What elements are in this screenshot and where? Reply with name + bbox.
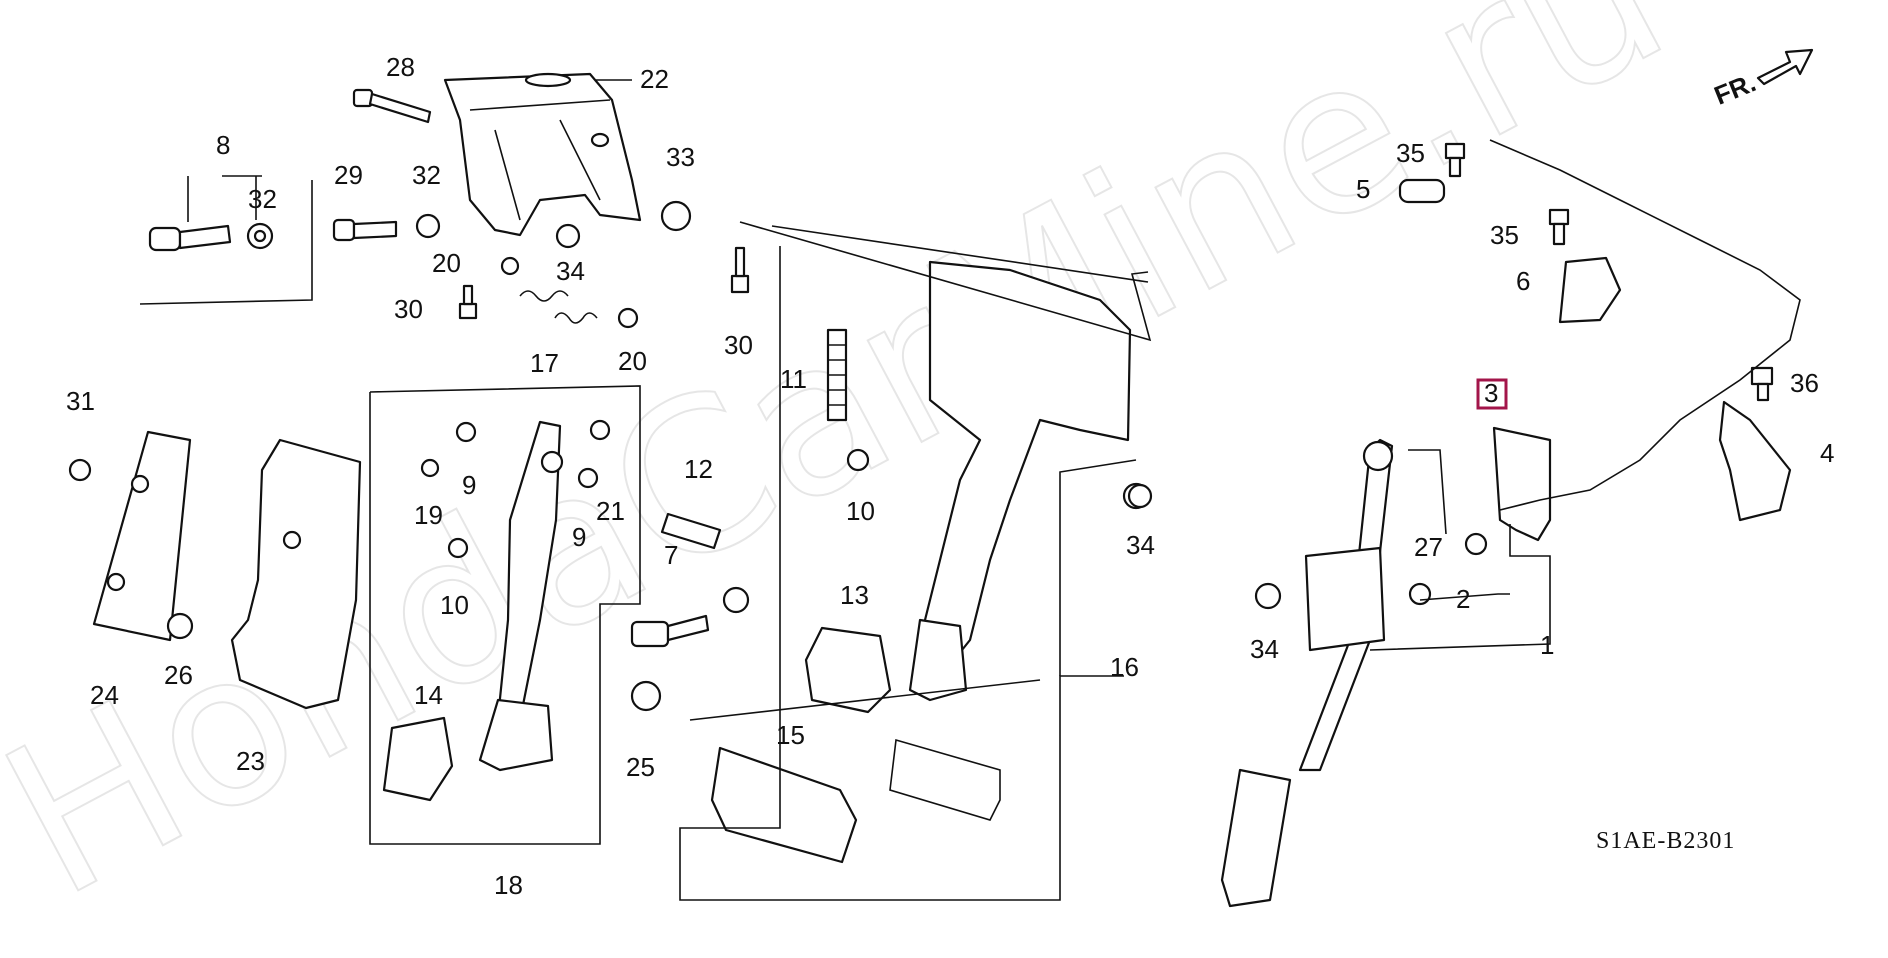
callout-11[interactable]: 11 bbox=[780, 364, 807, 394]
callout-5[interactable]: 5 bbox=[1356, 174, 1370, 204]
nut-34a-drawing bbox=[555, 223, 581, 249]
callout-2[interactable]: 2 bbox=[1456, 584, 1470, 614]
clip-31-drawing bbox=[68, 458, 92, 482]
callout-26[interactable]: 26 bbox=[164, 660, 193, 690]
callout-1[interactable]: 1 bbox=[1540, 630, 1554, 660]
switch-8-drawing bbox=[148, 222, 274, 252]
callout-21[interactable]: 21 bbox=[596, 496, 625, 526]
throttle-cable-drawing bbox=[1489, 139, 1801, 511]
pad-hole-icon bbox=[130, 474, 150, 494]
callout-25[interactable]: 25 bbox=[626, 752, 655, 782]
spring-17-drawing bbox=[500, 256, 639, 329]
pedal-bracket-drawing bbox=[443, 72, 642, 237]
pedal-outline-drawing bbox=[889, 738, 1001, 821]
callout-35a[interactable]: 35 bbox=[1396, 138, 1425, 168]
callout-36[interactable]: 36 bbox=[1790, 368, 1819, 398]
bolt-28-drawing bbox=[352, 88, 432, 124]
clamp-6-drawing bbox=[1558, 256, 1622, 324]
callout-24[interactable]: 24 bbox=[90, 680, 119, 710]
bolt-35b-drawing bbox=[1548, 208, 1570, 246]
callout-labels: 1 2 3 4 5 6 7 8 9 9 10 10 10 11 12 13 14… bbox=[66, 52, 1834, 900]
callout-8[interactable]: 8 bbox=[216, 130, 230, 160]
pedal-cover-23-drawing bbox=[230, 438, 362, 710]
bracket-4-drawing bbox=[1718, 400, 1792, 522]
stopper-10-drawing bbox=[846, 448, 870, 472]
selected-part-highlight bbox=[1476, 378, 1508, 410]
nut-33-drawing bbox=[660, 200, 692, 232]
callout-34c[interactable]: 34 bbox=[1250, 634, 1279, 664]
leader-lines bbox=[139, 79, 1551, 901]
callout-19[interactable]: 19 bbox=[414, 500, 443, 530]
accelerator-pedal-1-drawing bbox=[1220, 438, 1394, 908]
callout-10b[interactable]: 10 bbox=[846, 496, 875, 526]
callout-15[interactable]: 15 bbox=[776, 720, 805, 750]
callout-16[interactable]: 16 bbox=[1110, 652, 1139, 682]
callout-35b[interactable]: 35 bbox=[1490, 220, 1519, 250]
callout-12[interactable]: 12 bbox=[684, 454, 713, 484]
bolt-35a-drawing bbox=[1444, 142, 1466, 178]
nut-34b-drawing bbox=[1127, 483, 1153, 509]
callout-23[interactable]: 23 bbox=[236, 746, 265, 776]
pedal-pad-14-drawing bbox=[382, 716, 454, 802]
callout-13[interactable]: 13 bbox=[840, 580, 869, 610]
stopper-25-drawing bbox=[630, 680, 662, 712]
pedal-18-drawing bbox=[420, 419, 611, 772]
callout-34a[interactable]: 34 bbox=[556, 256, 585, 286]
callout-27[interactable]: 27 bbox=[1414, 532, 1443, 562]
diagram-code: S1AE-B2301 bbox=[1596, 828, 1735, 854]
spring-11-drawing bbox=[826, 328, 848, 422]
callout-6[interactable]: 6 bbox=[1516, 266, 1530, 296]
sleeve-12-drawing bbox=[660, 512, 722, 550]
callout-22[interactable]: 22 bbox=[640, 64, 669, 94]
bolt-30b-drawing bbox=[730, 246, 750, 294]
nut-26-drawing bbox=[166, 612, 194, 640]
callout-4[interactable]: 4 bbox=[1820, 438, 1834, 468]
front-direction-arrow-icon bbox=[1756, 48, 1814, 86]
callout-32b[interactable]: 32 bbox=[412, 160, 441, 190]
cover-hole-icon bbox=[282, 530, 302, 550]
callout-14[interactable]: 14 bbox=[414, 680, 443, 710]
callout-31[interactable]: 31 bbox=[66, 386, 95, 416]
nut-27-drawing bbox=[1464, 532, 1488, 556]
callout-30b[interactable]: 30 bbox=[724, 330, 753, 360]
cable-bracket-3-drawing bbox=[1492, 426, 1552, 542]
callout-9b[interactable]: 9 bbox=[572, 522, 586, 552]
pedal-pad-24-drawing bbox=[92, 430, 192, 642]
callout-32a[interactable]: 32 bbox=[248, 184, 277, 214]
bolt-30a-drawing bbox=[458, 284, 478, 320]
bolt-29-drawing bbox=[332, 218, 398, 242]
watermark: HondaCarMine.ru bbox=[0, 0, 1701, 945]
callout-9a[interactable]: 9 bbox=[462, 470, 476, 500]
callout-28[interactable]: 28 bbox=[386, 52, 415, 82]
pedal-pad-15-drawing bbox=[710, 746, 858, 864]
callout-3[interactable]: 3 bbox=[1484, 378, 1498, 408]
pedal-pad-13-drawing bbox=[804, 626, 892, 714]
callout-20b[interactable]: 20 bbox=[618, 346, 647, 376]
callout-33[interactable]: 33 bbox=[666, 142, 695, 172]
switch-7-drawing bbox=[630, 586, 750, 648]
nut-34c-drawing bbox=[1254, 582, 1282, 610]
stopper-2-drawing bbox=[1408, 582, 1432, 606]
callout-18[interactable]: 18 bbox=[494, 870, 523, 900]
callout-10a[interactable]: 10 bbox=[440, 590, 469, 620]
callout-17[interactable]: 17 bbox=[530, 348, 559, 378]
front-direction-label: FR. bbox=[1710, 67, 1760, 111]
bolt-36-drawing bbox=[1750, 366, 1774, 402]
callout-29[interactable]: 29 bbox=[334, 160, 363, 190]
nut-32-drawing bbox=[415, 213, 441, 239]
callout-30a[interactable]: 30 bbox=[394, 294, 423, 324]
pad-hole-icon bbox=[106, 572, 126, 592]
callout-7[interactable]: 7 bbox=[664, 540, 678, 570]
callout-34b[interactable]: 34 bbox=[1126, 530, 1155, 560]
callout-20a[interactable]: 20 bbox=[432, 248, 461, 278]
clip-5-drawing bbox=[1398, 178, 1446, 204]
